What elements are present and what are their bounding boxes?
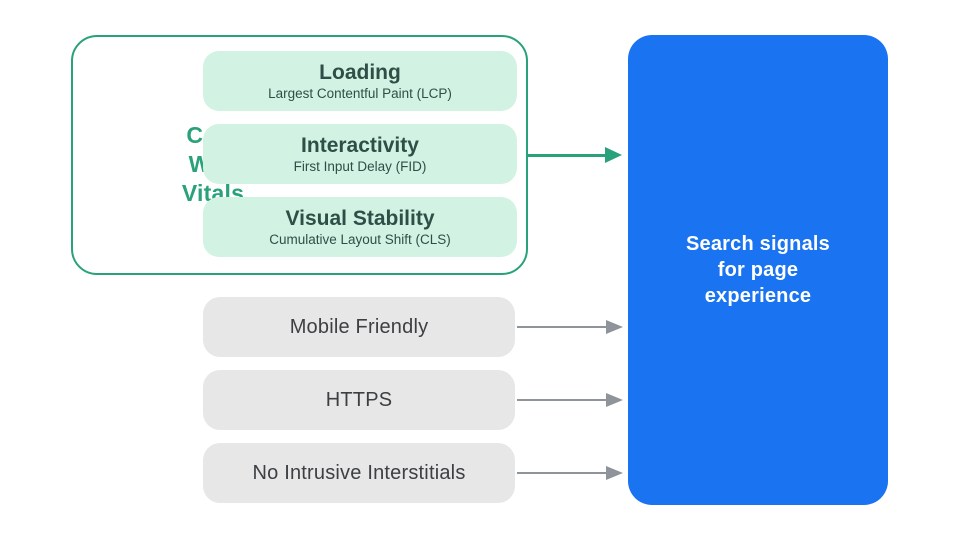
- arrow-head-icon: [606, 393, 623, 407]
- arrow-line: [517, 472, 607, 474]
- signal-pill-https: HTTPS: [203, 370, 515, 430]
- vital-pill-interactivity: Interactivity First Input Delay (FID): [203, 124, 517, 184]
- result-label-line: experience: [704, 285, 812, 307]
- arrow-line: [528, 153, 607, 157]
- arrow-head-icon: [605, 147, 622, 163]
- signal-pill-label: No Intrusive Interstitials: [252, 461, 466, 484]
- arrow-line: [517, 399, 607, 401]
- vital-pill-visual-stability: Visual Stability Cumulative Layout Shift…: [203, 197, 517, 257]
- search-signals-result-label: Search signals for page experience: [686, 231, 830, 309]
- vital-pill-subtitle: Cumulative Layout Shift (CLS): [269, 231, 451, 247]
- arrow-head-icon: [606, 466, 623, 480]
- search-signals-result-box: Search signals for page experience: [628, 35, 888, 505]
- vital-pill-title: Visual Stability: [285, 206, 435, 230]
- result-label-line: for page: [717, 259, 799, 281]
- signal-pill-label: Mobile Friendly: [289, 315, 429, 338]
- vital-pill-subtitle: First Input Delay (FID): [293, 158, 427, 174]
- signal-pill-label: HTTPS: [325, 388, 393, 411]
- core-web-vitals-pill-list: Loading Largest Contentful Paint (LCP) I…: [203, 51, 517, 257]
- vital-pill-subtitle: Largest Contentful Paint (LCP): [268, 85, 452, 101]
- arrow-line: [517, 326, 607, 328]
- vital-pill-loading: Loading Largest Contentful Paint (LCP): [203, 51, 517, 111]
- result-label-line: Search signals: [686, 233, 830, 255]
- vital-pill-title: Loading: [319, 60, 401, 84]
- signal-pill-no-intrusive-interstitials: No Intrusive Interstitials: [203, 443, 515, 503]
- arrow-head-icon: [606, 320, 623, 334]
- core-web-vitals-container: Core Web Vitals Loading Largest Contentf…: [71, 35, 528, 275]
- vital-pill-title: Interactivity: [301, 133, 419, 157]
- signal-pill-mobile-friendly: Mobile Friendly: [203, 297, 515, 357]
